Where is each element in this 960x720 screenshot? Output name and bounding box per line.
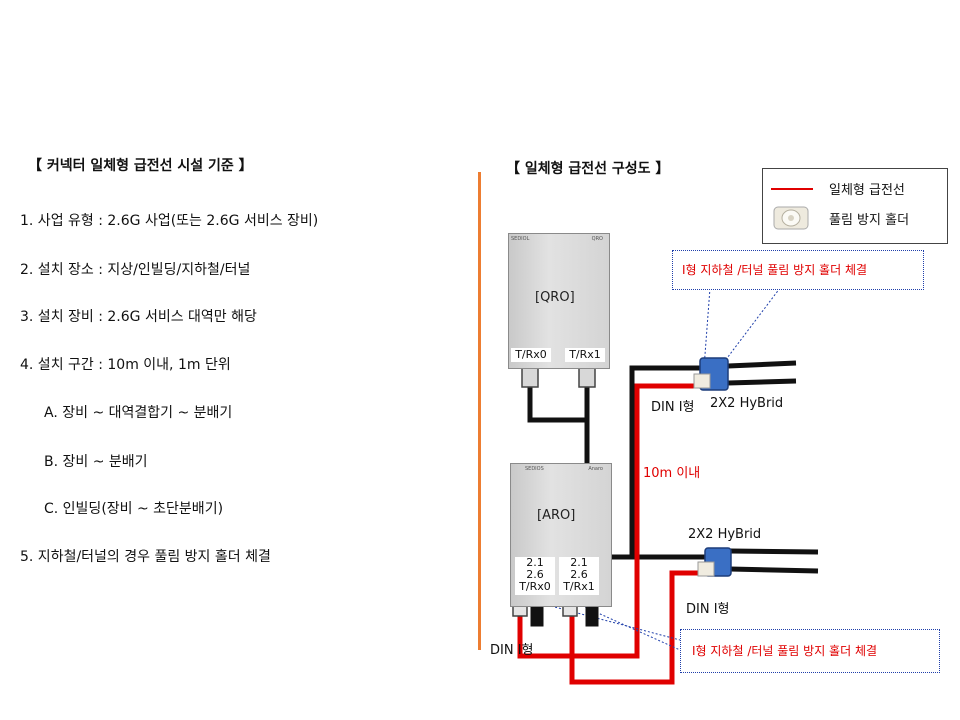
qro-port1-label: T/Rx1: [565, 348, 605, 362]
holder-icon: [773, 206, 809, 230]
criteria-subitem-c: C. 인빌딩(장비 ~ 초단분배기): [44, 501, 224, 517]
callout-note-bottom: I형 지하철 /터널 풀림 방지 홀더 체결: [680, 629, 940, 673]
callout-line-top-2: [711, 287, 781, 379]
aro-unit: SEDIOS Anaro [ARO] 2.1 2.6 T/Rx0 2.1 2.6…: [510, 463, 612, 607]
callout-note-top: I형 지하철 /터널 풀림 방지 홀더 체결: [672, 250, 924, 290]
qro-brand-right: QRO: [591, 236, 603, 242]
criteria-item-2: 2. 설치 장소 : 지상/인빌딩/지하철/터널: [20, 262, 251, 278]
criteria-item-3: 3. 설치 장비 : 2.6G 서비스 대역만 해당: [20, 309, 257, 325]
feeder-bottom: [569, 570, 705, 685]
callout-line-top-1: [703, 287, 711, 369]
criteria-item-1: 1. 사업 유형 : 2.6G 사업(또는 2.6G 서비스 장비): [20, 213, 319, 229]
qro-port0-connector: [521, 366, 539, 388]
aro-port0-label: 2.1 2.6 T/Rx0: [515, 557, 555, 595]
hybrid-top-output-1: [727, 360, 797, 369]
aro-brand-left: SEDIOS: [525, 466, 544, 472]
holder-icon-top: [693, 373, 711, 389]
legend-box: 일체형 급전선 풀림 방지 홀더: [762, 168, 948, 244]
feeder-top: [517, 383, 700, 659]
criteria-subitem-b: B. 장비 ~ 분배기: [44, 454, 148, 470]
aro-name: [ARO]: [537, 508, 576, 523]
hybrid-bottom-label: 2X2 HyBrid: [688, 527, 762, 542]
hybrid-top-label: 2X2 HyBrid: [710, 396, 784, 411]
din-label-top: DIN I형: [651, 400, 695, 415]
legend-feeder-label: 일체형 급전선: [829, 183, 905, 198]
distance-label: 10m 이내: [643, 466, 701, 481]
din-label-bottom: DIN I형: [490, 643, 534, 658]
criteria-item-5: 5. 지하철/터널의 경우 풀림 방지 홀더 체결: [20, 549, 271, 565]
holder-icon-bottom: [697, 561, 715, 577]
qro-port1-connector: [578, 366, 596, 388]
criteria-item-4: 4. 설치 구간 : 10m 이내, 1m 단위: [20, 357, 231, 373]
legend-holder-label: 풀림 방지 홀더: [829, 213, 910, 228]
hybrid-top-output-2: [727, 378, 797, 386]
qro-port0-cable: [527, 385, 587, 423]
din-label-mid: DIN I형: [686, 602, 730, 617]
qro-unit: SEDIOL QRO [QRO] T/Rx0 T/Rx1: [508, 233, 610, 369]
feeder-line-swatch: [771, 188, 813, 190]
qro-port0-label: T/Rx0: [511, 348, 551, 362]
aro-brand-right: Anaro: [588, 466, 603, 472]
qro-brand-left: SEDIOL: [511, 236, 530, 242]
qro-name: [QRO]: [535, 290, 575, 305]
callout-line-bottom-2: [577, 603, 681, 651]
left-section-title: 【 커넥터 일체형 급전선 시설 기준 】: [28, 158, 253, 174]
criteria-subitem-a: A. 장비 ~ 대역결합기 ~ 분배기: [44, 405, 233, 421]
hybrid-bottom-output-2: [729, 566, 819, 574]
aro-port1-label: 2.1 2.6 T/Rx1: [559, 557, 599, 595]
hybrid-bottom-output-1: [729, 548, 819, 555]
diagram-title: 【 일체형 급전선 구성도 】: [506, 161, 670, 177]
callout-note-bottom-text: I형 지하철 /터널 풀림 방지 홀더 체결: [692, 644, 878, 658]
section-divider: [478, 172, 481, 650]
callout-note-top-text: I형 지하철 /터널 풀림 방지 홀더 체결: [682, 263, 868, 277]
